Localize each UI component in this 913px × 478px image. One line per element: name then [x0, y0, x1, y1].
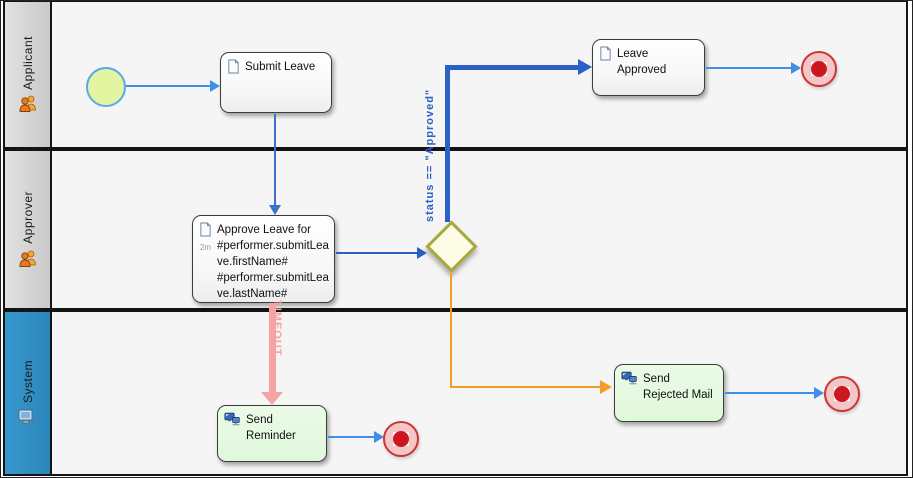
lane-header-system[interactable]: System — [5, 312, 52, 474]
document-icon — [599, 46, 612, 61]
end-event[interactable] — [824, 376, 860, 412]
end-dot-icon — [834, 386, 850, 402]
task-label: Send Rejected Mail — [643, 373, 713, 401]
arrowhead-icon — [600, 380, 612, 394]
task-submit-leave[interactable]: Submit Leave — [220, 52, 332, 113]
arrowhead-icon — [791, 62, 801, 74]
computer-icon — [18, 408, 38, 426]
lane-header-approver[interactable]: Approver — [5, 151, 52, 308]
arrowhead-icon — [417, 247, 427, 259]
task-send-rejected-mail[interactable]: Send Rejected Mail — [614, 364, 724, 422]
end-dot-icon — [811, 61, 827, 77]
arrowhead-icon — [814, 387, 824, 399]
computers-icon — [224, 412, 241, 427]
task-label: Submit Leave — [245, 61, 316, 73]
lane-canvas-applicant — [52, 2, 906, 147]
end-dot-icon — [393, 431, 409, 447]
lane-system: System — [5, 312, 906, 474]
arrowhead-icon — [578, 59, 592, 75]
document-icon — [199, 222, 212, 237]
task-label: Approve Leave for #performer.submitLeave… — [217, 224, 329, 300]
start-event[interactable] — [86, 67, 126, 107]
arrowhead-icon — [210, 80, 220, 92]
task-approve-leave[interactable]: 2m Approve Leave for #performer.submitLe… — [192, 215, 335, 303]
task-leave-approved[interactable]: Leave Approved — [592, 39, 705, 96]
people-icon — [18, 248, 38, 268]
arrowhead-icon — [374, 431, 384, 443]
duration-badge: 2m — [199, 243, 212, 252]
lane-header-applicant[interactable]: Applicant — [5, 2, 52, 147]
lane-applicant: Applicant — [5, 2, 906, 151]
condition-label: status == "Approved" — [424, 88, 436, 222]
task-label: Send Reminder — [246, 414, 296, 442]
task-label: Leave Approved — [617, 48, 667, 76]
computers-icon — [621, 371, 638, 386]
end-event[interactable] — [801, 51, 837, 87]
task-send-reminder[interactable]: Send Reminder — [217, 405, 327, 462]
arrowhead-icon — [269, 205, 281, 215]
people-icon — [18, 93, 38, 113]
end-event[interactable] — [383, 421, 419, 457]
arrowhead-icon — [261, 392, 283, 405]
gateway-decision[interactable] — [425, 220, 478, 273]
document-icon — [227, 59, 240, 74]
timeout-label: TIMEOUT — [271, 300, 283, 357]
